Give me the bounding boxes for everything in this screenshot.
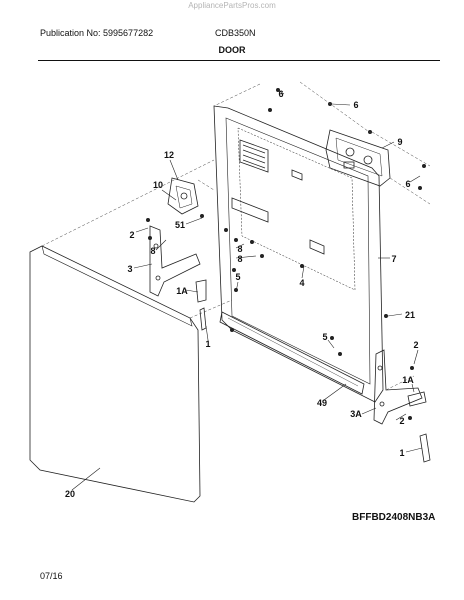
callout-2-right-top: 2	[413, 340, 418, 350]
outer-door-panel	[29, 245, 201, 503]
callout-10: 10	[153, 180, 163, 190]
leader-lines	[71, 89, 423, 491]
right-door-spring	[419, 433, 431, 463]
callout-5-upper: 5	[235, 272, 240, 282]
panel-vent-grille	[239, 139, 269, 173]
left-hinge-bracket	[195, 279, 207, 303]
callout-4: 4	[299, 278, 304, 288]
diagram-code: BFFBD2408NB3A	[352, 512, 436, 523]
publication-number: Publication No: 5995677282	[40, 28, 154, 38]
panel-small-window	[309, 239, 325, 255]
callout-6-right-top: 6	[353, 100, 358, 110]
left-hinge-arm	[149, 225, 201, 297]
callout-2-left: 2	[129, 230, 134, 240]
callout-3: 3	[127, 264, 132, 274]
bottom-seal-strip	[219, 311, 365, 395]
revision-date: 07/16	[40, 571, 63, 581]
callout-49: 49	[317, 398, 327, 408]
callout-1-right: 1	[399, 448, 404, 458]
section-title: DOOR	[218, 45, 246, 55]
right-hinge-bracket	[407, 391, 427, 407]
inner-door-panel	[213, 105, 384, 403]
callout-21: 21	[405, 310, 415, 320]
callout-8-lower: 8	[237, 254, 242, 264]
callout-9: 9	[397, 137, 402, 147]
callout-5-lower: 5	[322, 332, 327, 342]
panel-small-window-2	[291, 169, 303, 181]
callout-2-right-bottom: 2	[399, 416, 404, 426]
callout-51: 51	[175, 220, 185, 230]
control-panel-assembly	[325, 129, 391, 187]
header-rule	[38, 60, 440, 61]
callout-6-top: 6	[278, 89, 283, 99]
screws	[145, 88, 426, 420]
model-number: CDB350N	[215, 28, 256, 38]
callout-labels: 6 6 9 6 12 10 2 51 8 8 8 3 5 4 1A 7 1 5 …	[65, 89, 419, 499]
callout-7: 7	[391, 254, 396, 264]
callout-20: 20	[65, 489, 75, 499]
callout-3A: 3A	[350, 409, 362, 419]
callout-12: 12	[164, 150, 174, 160]
right-hinge-arm	[373, 349, 423, 425]
assembly-lines	[41, 81, 431, 391]
callout-8-upper: 8	[150, 246, 155, 256]
callout-1A-right: 1A	[402, 375, 414, 385]
callout-1-left: 1	[205, 339, 210, 349]
latch-assembly	[167, 177, 199, 215]
inner-door-panel-inner-edge	[225, 117, 371, 385]
callout-8-mid: 8	[237, 244, 242, 254]
callout-6-right: 6	[405, 179, 410, 189]
callout-1A-left: 1A	[176, 286, 188, 296]
panel-slot-upper	[231, 197, 269, 223]
watermark: AppliancePartsPros.com	[188, 1, 276, 10]
